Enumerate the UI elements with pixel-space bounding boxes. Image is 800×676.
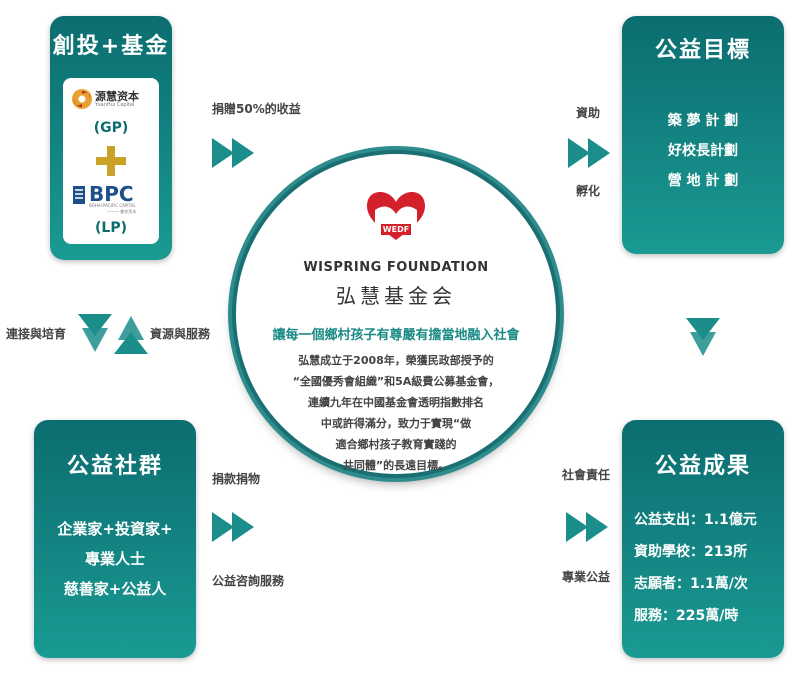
org-name-en: WISPRING FOUNDATION <box>303 260 489 275</box>
partner-logos-panel: 源慧资本 YuanHui Capital (GP) BPC BOHAI PACI… <box>63 78 159 244</box>
foundation-circle: WEDF WISPRING FOUNDATION 弘慧基金会 讓每一個鄉村孩子有… <box>232 150 560 478</box>
arrow-down-icon <box>686 318 720 356</box>
goal-item: 築 夢 計 劃 <box>667 113 739 129</box>
label-consult-service: 公益咨詢服務 <box>212 574 285 588</box>
results-list: 公益支出：1.1億元 資助學校：213所 志願者：1.1萬/次 服務：225萬/… <box>634 504 757 632</box>
result-item: 志願者：1.1萬/次 <box>634 576 748 592</box>
card-title: 公益目標 <box>654 38 751 63</box>
arrow-up-icon <box>114 316 148 354</box>
yuanhui-logo-text: 源慧资本 <box>95 90 139 103</box>
description: 弘慧成立于2008年，榮獲民政部授予的 “全國優秀會組織”和5A級費公募基金會，… <box>236 350 556 476</box>
org-name-cn: 弘慧基金会 <box>336 284 456 308</box>
result-item: 資助學校：213所 <box>634 544 748 560</box>
gp-label: (GP) <box>93 120 129 136</box>
double-arrow-right-icon <box>566 512 608 542</box>
card-public-community: 公益社群 企業家+投資家+ 專業人士 慈善家+公益人 <box>34 420 196 658</box>
bpc-logo-sub2: ——— 都亦资本 <box>107 209 137 214</box>
card-public-results: 公益成果 公益支出：1.1億元 資助學校：213所 志願者：1.1萬/次 服務：… <box>622 420 784 658</box>
label-professional-public: 專業公益 <box>562 570 611 584</box>
community-item: 慈善家+公益人 <box>63 580 167 598</box>
card-title: 創投+基金 <box>52 34 170 59</box>
yuanhui-logo: 源慧资本 YuanHui Capital <box>71 86 151 112</box>
yuanhui-logo-sub: YuanHui Capital <box>95 102 135 108</box>
goal-item: 好校長計劃 <box>668 143 738 159</box>
double-arrow-right-icon <box>212 512 254 542</box>
label-resource-service: 資源與服務 <box>150 327 211 341</box>
community-list: 企業家+投資家+ 專業人士 慈善家+公益人 <box>34 514 196 604</box>
bpc-logo: BPC BOHAI PACIFIC CAPITAL ——— 都亦资本 <box>71 182 151 214</box>
community-item: 企業家+投資家+ <box>57 520 173 538</box>
slogan: 讓每一個鄉村孩子有尊嚴有擔當地融入社會 <box>272 328 520 343</box>
arrow-down-icon <box>78 314 112 352</box>
community-item: 專業人士 <box>84 550 145 568</box>
yuanhui-swirl-icon <box>72 89 92 109</box>
logo-badge-text: WEDF <box>382 225 410 234</box>
card-title: 公益成果 <box>654 454 751 479</box>
description-line: 連續九年在中國基金會透明指數排名 <box>308 396 484 409</box>
card-public-goals: 公益目標 築 夢 計 劃 好校長計劃 營 地 計 劃 <box>622 16 784 254</box>
goal-item: 營 地 計 劃 <box>667 173 739 189</box>
wedf-heart-book-icon <box>367 191 425 240</box>
double-arrow-right-icon <box>568 138 610 168</box>
description-line: 共同體”的長遠目標。 <box>342 459 450 472</box>
result-item: 服務：225萬/時 <box>634 608 739 624</box>
plus-icon <box>96 146 126 176</box>
bpc-mark-icon <box>73 186 85 204</box>
result-item: 公益支出：1.1億元 <box>634 512 757 528</box>
label-donate-profit: 捐贈50%的收益 <box>212 102 301 116</box>
description-line: 弘慧成立于2008年，榮獲民政部授予的 <box>298 354 494 367</box>
label-social-responsibility: 社會責任 <box>562 468 611 482</box>
label-fund: 資助 <box>576 106 601 120</box>
label-incubate: 孵化 <box>576 184 601 198</box>
lp-label: (LP) <box>95 220 127 236</box>
goal-list: 築 夢 計 劃 好校長計劃 營 地 計 劃 <box>622 106 784 196</box>
bpc-logo-sub: BOHAI PACIFIC CAPITAL <box>89 203 136 208</box>
double-arrow-right-icon <box>212 138 254 168</box>
bpc-logo-text: BPC <box>89 182 134 206</box>
description-line: 適合鄉村孩子教育實踐的 <box>335 438 457 451</box>
label-donate-goods: 捐款捐物 <box>212 472 261 486</box>
card-title: 公益社群 <box>66 454 163 479</box>
card-venture-fund: 創投+基金 源慧资本 YuanHui Capital (GP) BPC BOHA… <box>50 16 172 260</box>
label-connect-train: 連接與培育 <box>6 327 67 341</box>
description-line: “全國優秀會組織”和5A級費公募基金會， <box>292 375 500 388</box>
description-line: 中或許得滿分，致力于實現“做 <box>320 417 472 430</box>
